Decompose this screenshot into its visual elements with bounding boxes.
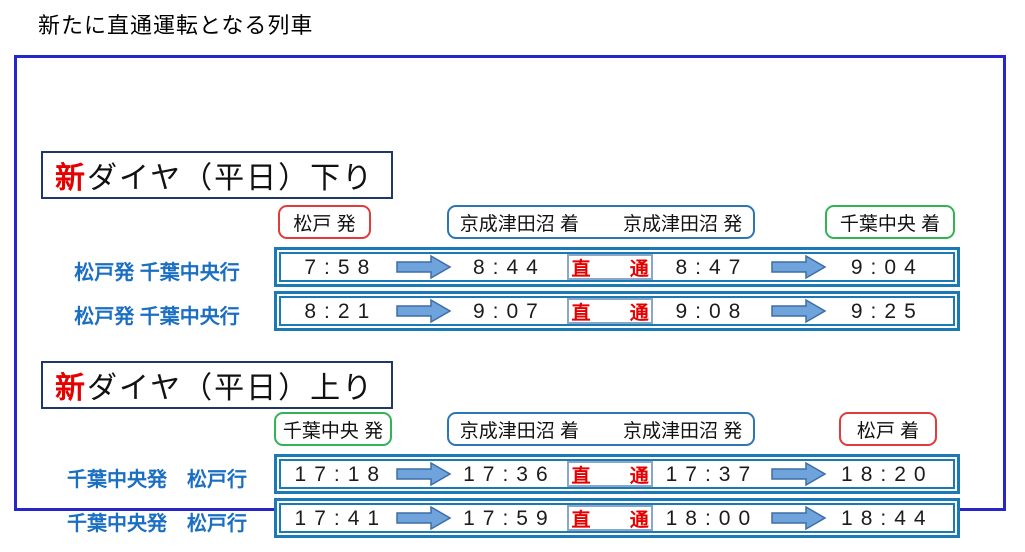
timetable-row-inner: 7:58 8:44 直 通 8:47 9:04 xyxy=(279,252,955,282)
route-label: 千葉中央発 松戸行 xyxy=(67,513,247,535)
header-matsudo-arrival: 松戸 着 xyxy=(839,412,937,446)
departure-time: 17:18 xyxy=(294,462,388,486)
timetable-row-inner: 17:41 17:59 直 通 18:00 18:44 xyxy=(279,503,955,533)
timetable-row: 8:21 9:07 直 通 9:08 9:25 xyxy=(274,291,960,331)
timetable-row-inner: 8:21 9:07 直 通 9:08 9:25 xyxy=(279,296,955,326)
section-title-weekday-down: 新ダイヤ（平日）下り xyxy=(41,151,393,199)
arrow-right-icon xyxy=(395,254,452,280)
header-matsudo-departure: 松戸 発 xyxy=(278,205,371,239)
arrow-right-icon xyxy=(395,461,452,487)
mid-arrival-time: 17:36 xyxy=(463,462,556,486)
mid-departure-time: 17:37 xyxy=(665,462,759,486)
page-title: 新たに直通運転となる列車 xyxy=(38,13,314,38)
direct-service-badge: 直 通 xyxy=(567,505,654,531)
header-keisei-tsudanuma: 京成津田沼 着京成津田沼 発 xyxy=(447,205,755,239)
mid-arrival-time: 8:44 xyxy=(472,255,546,279)
arrival-time: 18:44 xyxy=(841,506,934,530)
route-label: 千葉中央発 松戸行 xyxy=(67,469,247,491)
arrow-right-icon xyxy=(770,254,827,280)
timetable-row-inner: 17:18 17:36 直 通 17:37 18:20 xyxy=(279,459,955,489)
direct-service-badge: 直 通 xyxy=(567,254,654,280)
section-title-weekday-up: 新ダイヤ（平日）上り xyxy=(41,361,393,409)
timetable-row: 7:58 8:44 直 通 8:47 9:04 xyxy=(274,247,960,287)
section-title-text: ダイヤ（平日）上り xyxy=(87,372,375,405)
section-title-text: ダイヤ（平日）下り xyxy=(87,162,375,195)
direct-service-badge: 直 通 xyxy=(567,461,654,487)
header-chibachuo-arrival: 千葉中央 着 xyxy=(825,205,955,239)
arrow-right-icon xyxy=(770,505,827,531)
mid-departure-time: 8:47 xyxy=(675,255,749,279)
departure-time: 8:21 xyxy=(304,299,378,323)
timetable-panel: 新ダイヤ（平日）下り 松戸 発 京成津田沼 着京成津田沼 発 千葉中央 着 松戸… xyxy=(14,55,1006,538)
arrival-time: 9:25 xyxy=(850,299,924,323)
arrival-time: 9:04 xyxy=(850,255,924,279)
new-accent: 新 xyxy=(55,162,87,195)
arrow-right-icon xyxy=(770,461,827,487)
mid-departure-time: 18:00 xyxy=(665,506,759,530)
timetable-row: 17:18 17:36 直 通 17:37 18:20 xyxy=(274,454,960,494)
route-label: 松戸発 千葉中央行 xyxy=(74,306,240,328)
departure-time: 17:41 xyxy=(294,506,388,530)
header-keisei-tsudanuma: 京成津田沼 着京成津田沼 発 xyxy=(447,412,755,446)
departure-time: 7:58 xyxy=(304,255,378,279)
direct-service-badge: 直 通 xyxy=(567,298,654,324)
arrow-right-icon xyxy=(395,505,452,531)
mid-arrival-time: 9:07 xyxy=(472,299,546,323)
arrival-time: 18:20 xyxy=(841,462,934,486)
mid-departure-time: 9:08 xyxy=(675,299,749,323)
timetable-row: 17:41 17:59 直 通 18:00 18:44 xyxy=(274,498,960,538)
arrow-right-icon xyxy=(395,298,452,324)
mid-arrival-time: 17:59 xyxy=(463,506,556,530)
header-chibachuo-departure: 千葉中央 発 xyxy=(274,412,392,446)
new-accent: 新 xyxy=(55,372,87,405)
route-label: 松戸発 千葉中央行 xyxy=(74,262,240,284)
arrow-right-icon xyxy=(770,298,827,324)
